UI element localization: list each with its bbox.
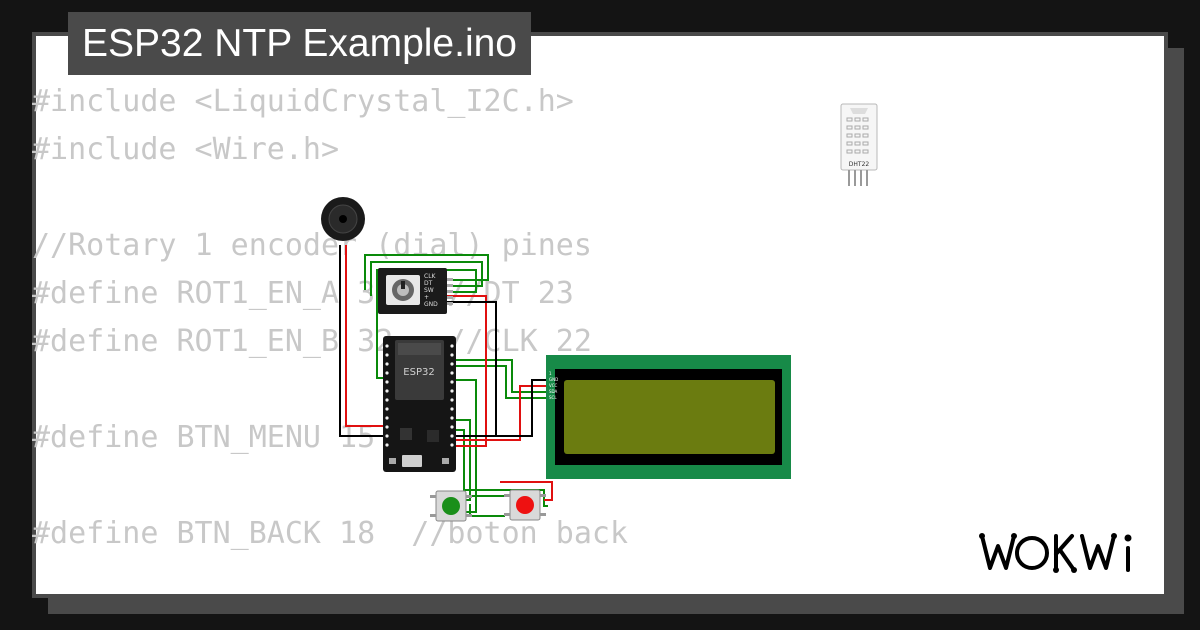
project-title[interactable]: ESP32 NTP Example.ino — [68, 12, 531, 75]
esp32-label: ESP32 — [403, 367, 434, 378]
wire-green — [364, 254, 489, 290]
svg-text:SW: SW — [424, 287, 434, 294]
wire-red — [456, 385, 548, 441]
code-line: #define BTN_BACK 18 //boton back — [32, 516, 629, 551]
green-pushbutton-icon[interactable] — [430, 490, 472, 522]
code-listing: #include <LiquidCrystal_I2C.h> #include <… — [32, 78, 628, 558]
wire-black — [339, 245, 388, 437]
svg-text:SCL: SCL — [549, 395, 557, 400]
dht22-sensor-icon[interactable]: DHT22 — [840, 103, 878, 186]
wire-green — [456, 429, 548, 507]
svg-text:CLK: CLK — [424, 273, 437, 280]
wire-red — [447, 295, 487, 447]
wires — [339, 245, 553, 517]
wokwi-logo[interactable] — [976, 524, 1152, 580]
buzzer-icon[interactable] — [321, 197, 365, 241]
code-line: #define BTN_MENU 15 // — [32, 420, 448, 455]
svg-text:SDA: SDA — [549, 389, 558, 394]
lcd-display-icon[interactable]: 1 GND VCC SDA SCL — [546, 355, 791, 479]
svg-text:GND: GND — [549, 377, 558, 382]
wire-green — [456, 365, 548, 399]
wire-black — [496, 379, 548, 437]
svg-text:DT: DT — [424, 280, 433, 287]
rotary-encoder-icon[interactable]: CLK DT SW + GND — [378, 268, 453, 314]
wire-red — [345, 245, 388, 427]
svg-text:VCC: VCC — [549, 383, 558, 388]
code-line: #define ROT1_EN_B 32 //CLK 22 — [32, 324, 592, 359]
code-line: #include <Wire.h> — [32, 132, 340, 167]
svg-text:+: + — [424, 294, 429, 301]
code-line: #define ROT1_EN_A 33 //DT 23 — [32, 276, 574, 311]
code-line: //Rotary 1 encoder (dial) pines — [32, 228, 592, 263]
code-line: #include <LiquidCrystal_I2C.h> — [32, 84, 574, 119]
red-pushbutton-icon[interactable] — [504, 489, 546, 521]
wire-green — [456, 359, 548, 393]
esp32-board-icon[interactable]: ESP32 — [383, 336, 456, 472]
wire-black — [447, 301, 497, 437]
svg-text:GND: GND — [424, 301, 438, 308]
dht-label: DHT22 — [849, 161, 870, 168]
wire-green — [370, 261, 483, 296]
preview-card — [32, 32, 1168, 598]
wire-red — [500, 481, 553, 501]
svg-text:1: 1 — [549, 371, 552, 376]
